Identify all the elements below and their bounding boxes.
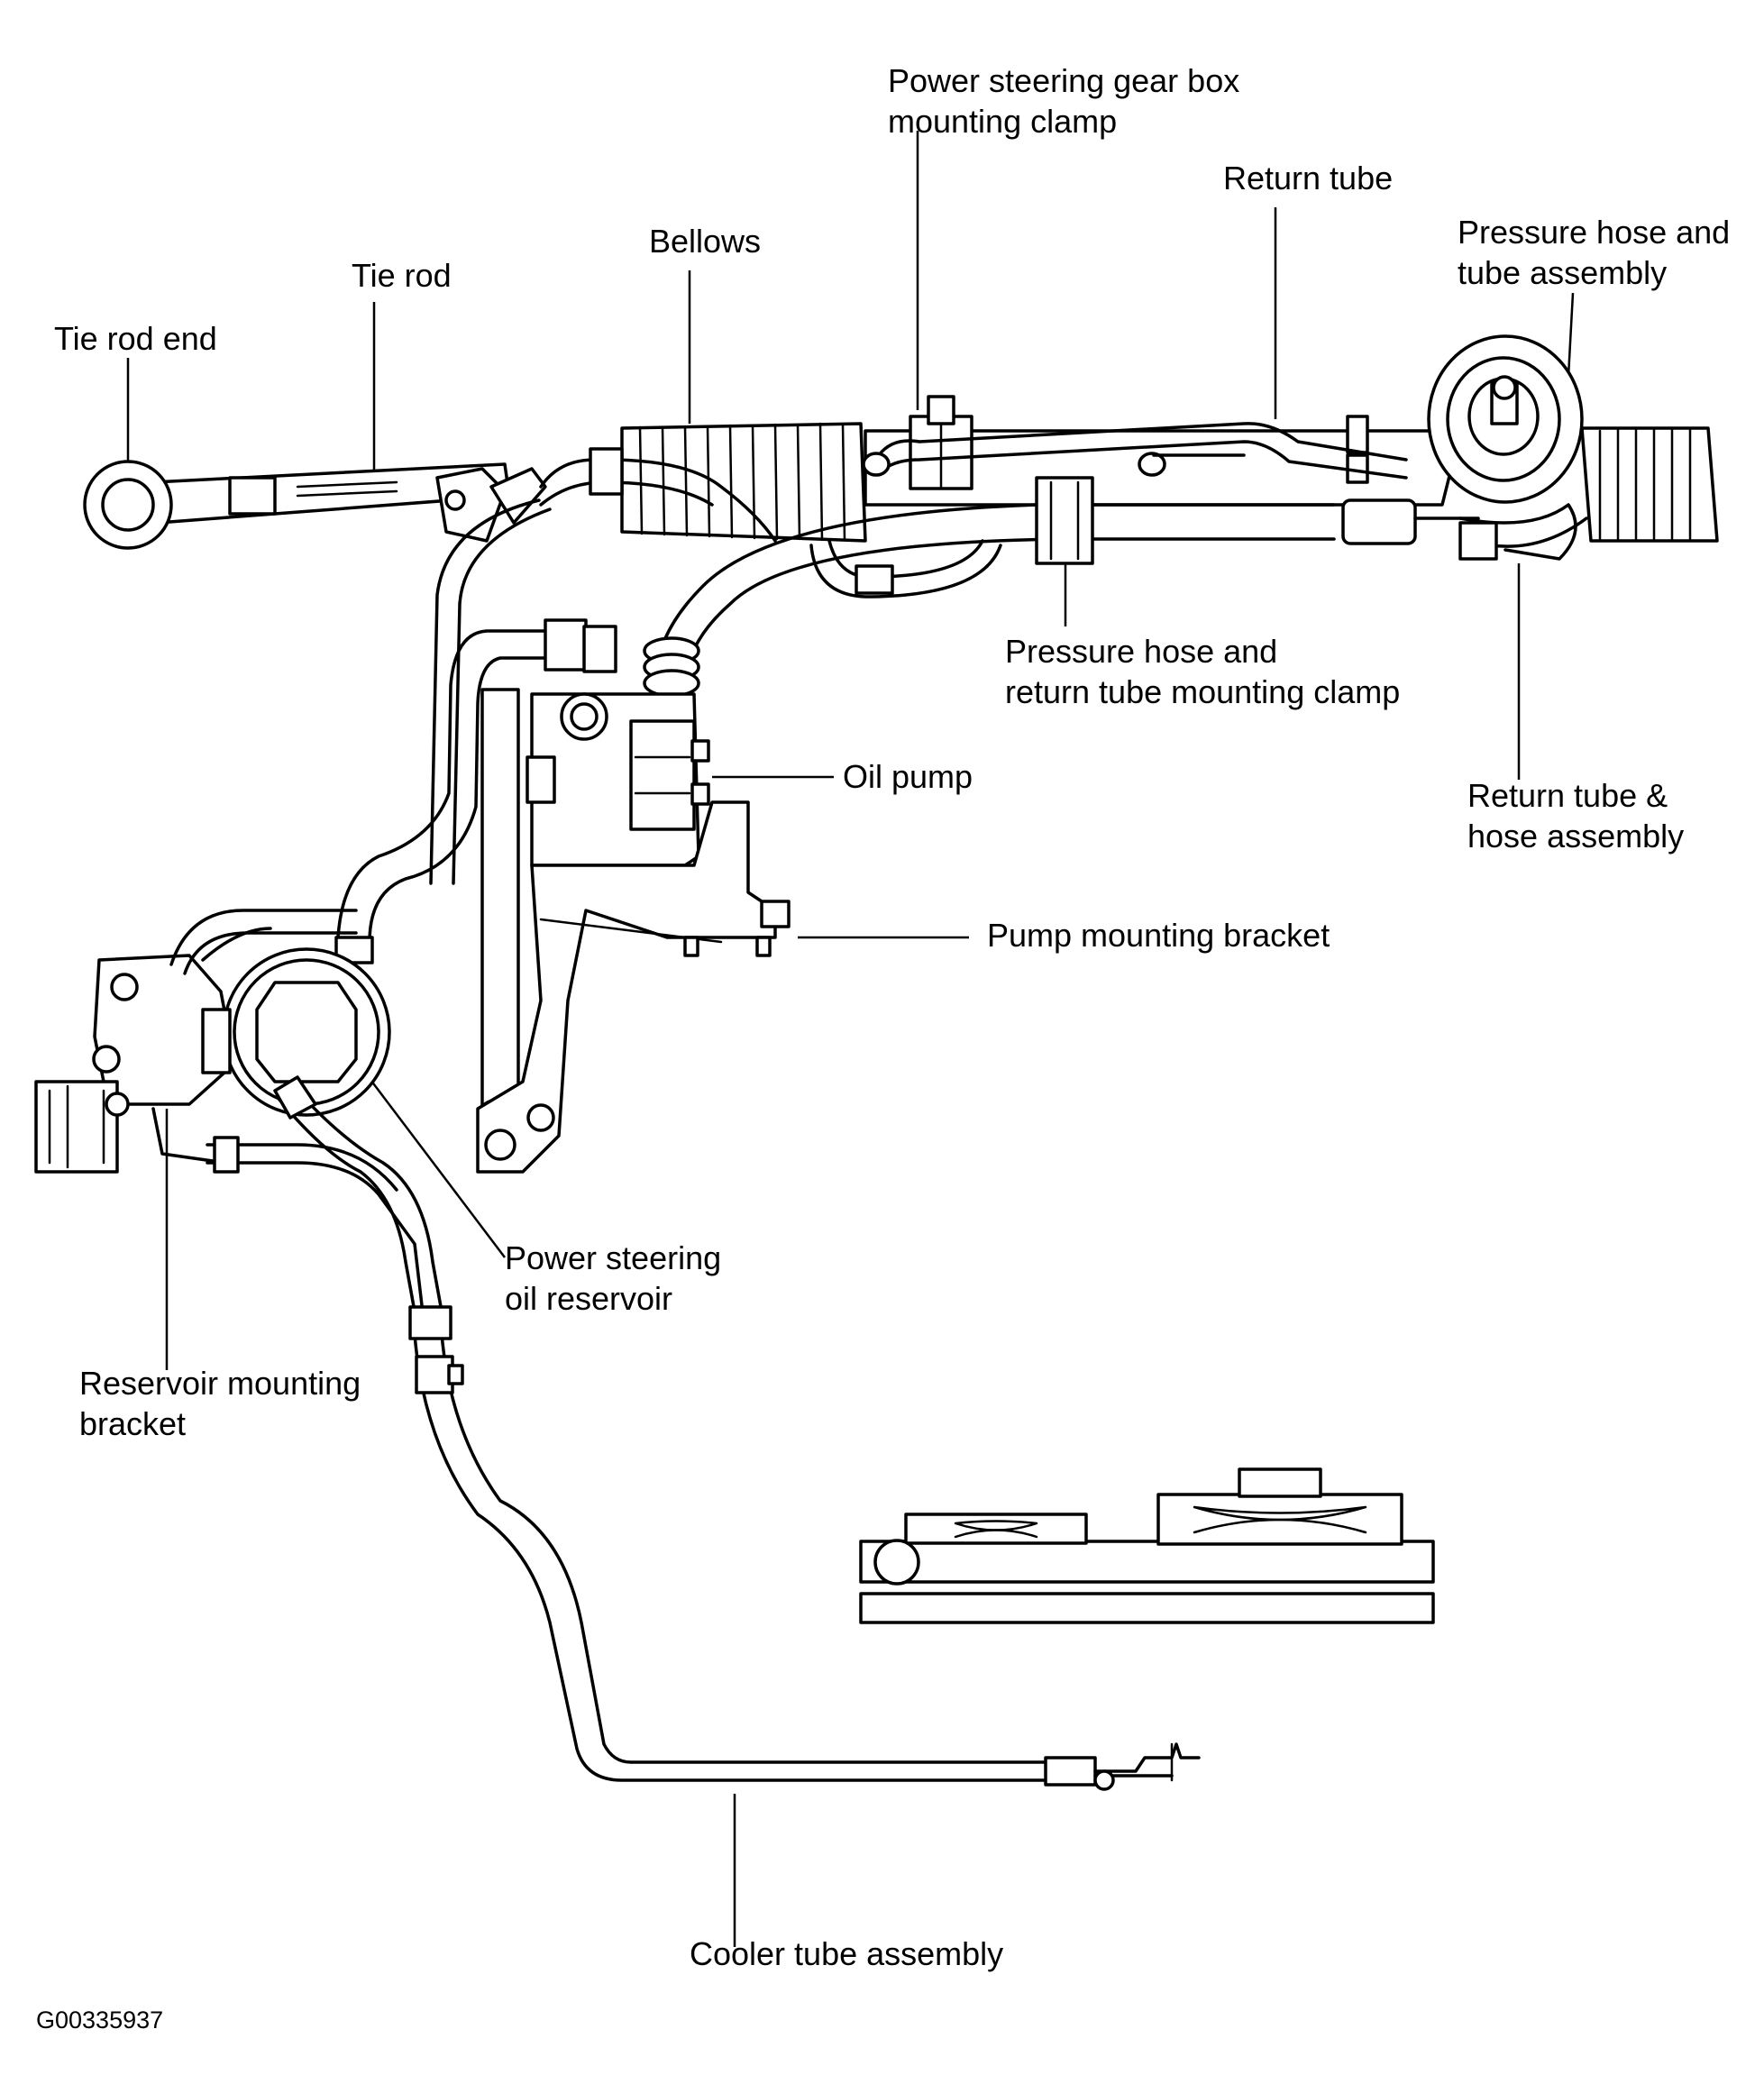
pressure-return-clamp <box>1035 476 1094 565</box>
tie-rod-end <box>83 460 173 550</box>
leader-lines <box>126 131 1575 1947</box>
label-pressure-return-clamp: Pressure hose and return tube mounting c… <box>1005 633 1400 710</box>
label-tie-rod: Tie rod <box>352 257 452 294</box>
label-return-tube: Return tube <box>1223 160 1393 197</box>
label-pressure-hose-tube: Pressure hose and tube assembly <box>1458 214 1739 291</box>
label-pump-bracket: Pump mounting bracket <box>987 917 1330 954</box>
right-bellows <box>1580 426 1719 543</box>
label-gearbox-clamp: Power steering gear box mounting clamp <box>888 62 1248 140</box>
label-return-tube-hose: Return tube & hose assembly <box>1467 777 1684 855</box>
oil-pump <box>476 688 791 1174</box>
reservoir-assembly <box>34 909 391 1174</box>
return-tubes <box>809 422 1588 599</box>
callout-labels: Power steering gear box mounting clamp R… <box>36 62 1739 2034</box>
label-tie-rod-end: Tie rod end <box>54 320 217 357</box>
tie-rod <box>83 460 547 550</box>
pump-mounting-bracket <box>476 800 791 1174</box>
gearbox-mounting-clamp <box>909 395 973 490</box>
reservoir-mounting-bracket <box>34 954 236 1174</box>
label-cooler-tube: Cooler tube assembly <box>690 1935 1003 1972</box>
pinion-valve-body <box>1427 334 1584 504</box>
cooler-tube <box>206 1075 1201 1791</box>
steering-rack <box>620 334 1719 543</box>
pressure-hose <box>643 476 1480 698</box>
radiator-fan-assembly <box>859 1467 1435 1624</box>
left-bellows <box>620 422 867 543</box>
label-bellows: Bellows <box>649 223 761 260</box>
label-oil-reservoir: Power steering oil reservoir <box>505 1239 730 1317</box>
label-oil-pump: Oil pump <box>843 758 973 795</box>
label-reservoir-bracket: Reservoir mounting bracket <box>79 1365 370 1442</box>
figure-code: G00335937 <box>36 2006 163 2034</box>
feed-hose <box>334 447 777 964</box>
